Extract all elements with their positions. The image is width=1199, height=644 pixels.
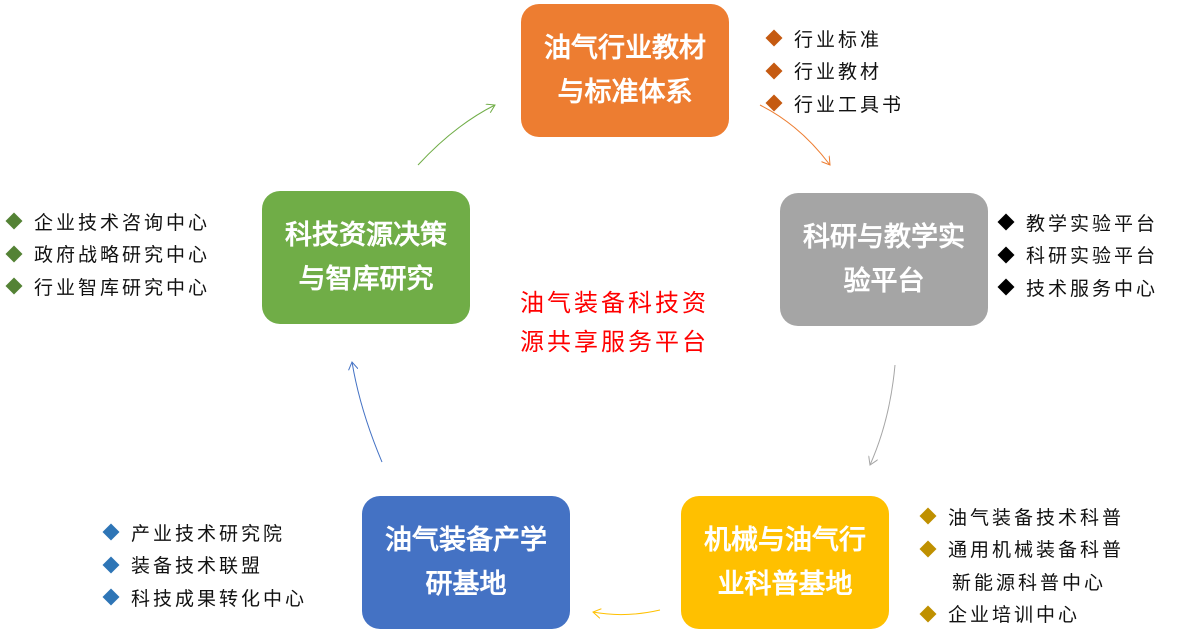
diamond-bullet-icon	[765, 62, 783, 80]
list-industry-base: 产业技术研究院 装备技术联盟 科技成果转化中心	[101, 516, 307, 614]
diamond-bullet-icon	[919, 540, 937, 558]
list-item: 行业标准	[764, 22, 904, 55]
center-title-line2: 源共享服务平台	[520, 328, 709, 356]
diamond-bullet-icon	[997, 246, 1015, 264]
list-item: 行业智库研究中心	[4, 270, 210, 303]
item-text: 油气装备技术科普	[948, 506, 1125, 529]
list-item: 通用机械装备科普	[918, 533, 1124, 566]
arrow-orange-to-gray	[759, 104, 830, 165]
item-text: 产业技术研究院	[131, 522, 286, 545]
item-text: 政府战略研究中心	[34, 244, 211, 267]
list-item: 科研实验平台	[996, 239, 1158, 272]
list-item: 新能源科普中心	[918, 565, 1124, 598]
diamond-bullet-icon	[5, 277, 23, 295]
node-research-platform: 科研与教学实验平台	[780, 193, 988, 326]
list-item: 教学实验平台	[996, 206, 1158, 239]
node-title: 科技资源决策与智库研究	[285, 219, 447, 295]
diamond-bullet-icon	[102, 588, 120, 606]
node-industry-base: 油气装备产学研基地	[362, 496, 570, 629]
item-text: 行业教材	[794, 61, 883, 84]
item-text: 科研实验平台	[1026, 245, 1159, 268]
node-title: 科研与教学实验平台	[803, 221, 965, 297]
item-text: 科技成果转化中心	[131, 587, 308, 610]
arrow-blue-to-green	[352, 362, 383, 463]
diamond-bullet-icon	[5, 212, 23, 230]
item-text: 行业工具书	[794, 93, 905, 116]
diamond-bullet-icon	[5, 245, 23, 263]
list-item: 油气装备技术科普	[918, 500, 1124, 533]
list-textbook-standards: 行业标准 行业教材 行业工具书	[764, 22, 904, 120]
list-item: 行业工具书	[764, 87, 904, 120]
arrow-yellow-to-blue	[593, 610, 661, 615]
diamond-bullet-icon	[765, 94, 783, 112]
item-text: 教学实验平台	[1026, 212, 1159, 235]
list-think-tank: 企业技术咨询中心 政府战略研究中心 行业智库研究中心	[4, 205, 210, 303]
list-item: 企业培训中心	[918, 598, 1124, 631]
arrow-green-to-orange	[417, 105, 495, 166]
list-research-platform: 教学实验平台 科研实验平台 技术服务中心	[996, 206, 1158, 304]
item-text: 行业标准	[794, 28, 883, 51]
item-text: 技术服务中心	[1026, 277, 1159, 300]
item-text: 行业智库研究中心	[34, 276, 211, 299]
list-item: 产业技术研究院	[101, 516, 307, 549]
item-text: 装备技术联盟	[131, 555, 264, 578]
node-textbook-standards: 油气行业教材与标准体系	[521, 4, 729, 137]
item-text: 企业培训中心	[948, 604, 1081, 627]
item-text: 通用机械装备科普	[948, 539, 1125, 562]
list-item: 企业技术咨询中心	[4, 205, 210, 238]
center-title-line1: 油气装备科技资	[520, 289, 709, 317]
diamond-bullet-icon	[102, 556, 120, 574]
list-science-base: 油气装备技术科普 通用机械装备科普 新能源科普中心 企业培训中心	[918, 500, 1124, 630]
diamond-bullet-icon	[102, 523, 120, 541]
list-item: 科技成果转化中心	[101, 581, 307, 614]
item-text: 企业技术咨询中心	[34, 211, 211, 234]
node-title: 油气装备产学研基地	[385, 524, 547, 600]
diamond-bullet-icon	[997, 213, 1015, 231]
node-title: 油气行业教材与标准体系	[544, 32, 706, 108]
list-item: 政府战略研究中心	[4, 238, 210, 271]
list-item: 装备技术联盟	[101, 549, 307, 582]
diamond-bullet-icon	[997, 278, 1015, 296]
list-item: 行业教材	[764, 55, 904, 88]
center-title: 油气装备科技资 源共享服务平台	[520, 284, 709, 362]
node-science-base: 机械与油气行业科普基地	[681, 496, 889, 629]
node-think-tank: 科技资源决策与智库研究	[262, 191, 470, 324]
item-text: 新能源科普中心	[952, 571, 1107, 594]
arrow-gray-to-yellow	[870, 364, 896, 465]
node-title: 机械与油气行业科普基地	[704, 524, 866, 600]
diamond-bullet-icon	[765, 29, 783, 47]
list-item: 技术服务中心	[996, 271, 1158, 304]
diamond-bullet-icon	[919, 605, 937, 623]
diamond-bullet-icon	[919, 507, 937, 525]
